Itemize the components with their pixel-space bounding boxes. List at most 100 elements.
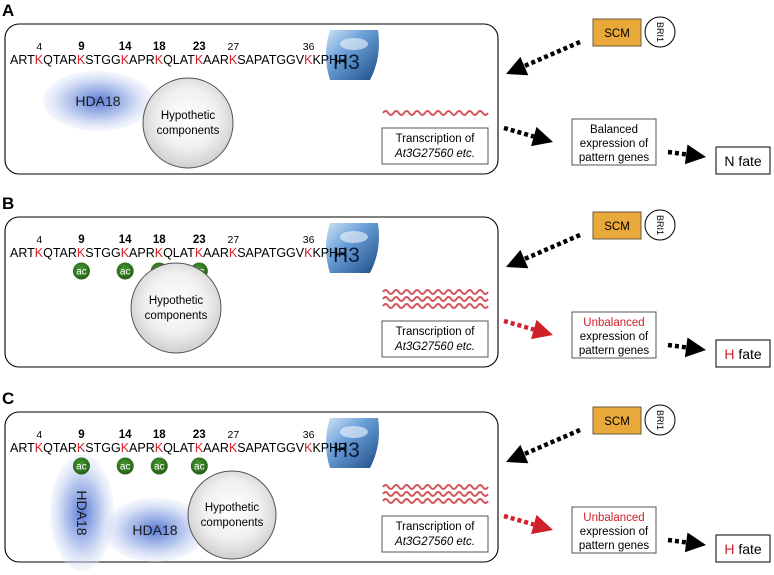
bri1-label: BRI1 [655, 22, 665, 42]
hypothetic-components-circle [187, 470, 277, 560]
residue-position-36: 36 [303, 41, 315, 53]
lysine-residue: K [155, 441, 164, 455]
transcription-line2: At3G27560 etc. [394, 341, 475, 353]
lysine-residue: K [304, 53, 313, 67]
sequence-segment: SAPATGGV [237, 246, 305, 260]
expression-box [571, 506, 657, 554]
histone-label: H3 [333, 51, 360, 74]
sequence-segment: SAPATGGV [237, 441, 305, 455]
acetyl-group-14 [116, 457, 134, 475]
transcription-to-expression-arrow-shaft [503, 513, 535, 527]
transcription-to-expression-arrow-shaft [503, 125, 535, 139]
sequence-segment: KPHR [312, 246, 347, 260]
expression-line2: expression of [580, 526, 649, 538]
hypothetic-label-line1: Hypothetic [161, 110, 216, 122]
sequence-segment: QTAR [43, 246, 77, 260]
bri1-circle [644, 16, 676, 48]
expression-line3: pattern genes [579, 152, 650, 164]
sequence-segment: SAPATGGV [237, 53, 305, 67]
expression-to-fate-arrow-shaft [667, 149, 687, 157]
lysine-residue: K [77, 53, 86, 67]
lysine-residue: K [195, 53, 204, 67]
panel-c: CH3ARTKQTARKSTGGKAPRKQLATKAARKSAPATGGVKK… [2, 389, 771, 571]
lysine-residue: K [77, 246, 86, 260]
transcription-line1: Transcription of [396, 521, 476, 533]
transcription-to-expression-arrow-head [531, 319, 553, 340]
residue-position-14: 14 [119, 234, 132, 246]
lysine-residue: K [304, 441, 313, 455]
sequence-segment: QLAT [163, 441, 195, 455]
nucleosome-box [4, 23, 499, 175]
lysine-residue: K [121, 246, 130, 260]
transcription-to-expression-arrow-head [531, 514, 553, 535]
scm-box [592, 211, 642, 240]
histone-label: H3 [333, 244, 360, 267]
lysine-residue: K [121, 53, 130, 67]
lysine-residue: K [155, 246, 164, 260]
expression-line2: expression of [580, 138, 649, 150]
fate-label: H fate [724, 346, 762, 362]
fate-letter: H [724, 346, 734, 362]
acetyl-group-9 [72, 262, 90, 280]
mrna-wave [382, 491, 489, 497]
h3-tail-sequence: ARTKQTARKSTGGKAPRKQLATKAARKSAPATGGVKKPHR [10, 246, 347, 260]
scm-to-nucleosome-arrow-head [506, 56, 529, 76]
sequence-segment: AAR [203, 246, 229, 260]
hda18-label: HDA18 [75, 93, 120, 109]
expression-box [571, 118, 657, 166]
mrna-wave [382, 110, 489, 116]
expression-line3: pattern genes [579, 540, 650, 552]
scm-to-nucleosome-arrow-head [506, 444, 529, 464]
acetyl-label: ac [194, 462, 205, 473]
residue-position-9: 9 [78, 429, 84, 441]
acetyl-group-18 [150, 457, 168, 475]
transcription-box [381, 127, 489, 165]
lysine-residue: K [229, 53, 238, 67]
lysine-residue: K [35, 441, 44, 455]
transcription-line1: Transcription of [396, 133, 476, 145]
mrna-wave [382, 498, 489, 504]
lysine-residue: K [35, 246, 44, 260]
lysine-residue: K [229, 441, 238, 455]
acetyl-group-9 [72, 457, 90, 475]
fate-box [715, 339, 771, 368]
hypothetic-components-circle [142, 77, 234, 169]
hypothetic-label-line1: Hypothetic [205, 502, 260, 514]
h3-tail-sequence: ARTKQTARKSTGGKAPRKQLATKAARKSAPATGGVKKPHR [10, 53, 347, 67]
expression-state: Unbalanced [583, 512, 644, 524]
residue-position-23: 23 [193, 41, 206, 53]
lysine-residue: K [35, 53, 44, 67]
sequence-segment: APR [129, 246, 155, 260]
sequence-segment: KPHR [312, 441, 347, 455]
mrna-wave [382, 289, 489, 295]
hda18-blob [103, 498, 207, 562]
scm-box [592, 406, 642, 435]
h3-tail-sequence: ARTKQTARKSTGGKAPRKQLATKAARKSAPATGGVKKPHR [10, 441, 347, 455]
transcription-line1: Transcription of [396, 326, 476, 338]
bri1-label: BRI1 [655, 215, 665, 235]
lysine-residue: K [304, 246, 313, 260]
expression-to-fate-arrow-shaft [667, 342, 687, 350]
expression-to-fate-arrow-head [684, 144, 706, 165]
scm-to-nucleosome-arrow-shaft [523, 427, 581, 457]
transcription-box [381, 320, 489, 358]
acetyl-group-14 [116, 262, 134, 280]
transcription-line2: At3G27560 etc. [394, 536, 475, 548]
panel-b: BH3ARTKQTARKSTGGKAPRKQLATKAARKSAPATGGVKK… [2, 194, 771, 368]
acetyl-label: ac [154, 462, 165, 473]
hypothetic-components-circle [130, 262, 222, 354]
bri1-circle [644, 404, 676, 436]
acetyl-group-23 [190, 457, 208, 475]
sequence-segment: ART [10, 246, 35, 260]
residue-position-36: 36 [303, 429, 315, 441]
mrna-wave [382, 296, 489, 302]
transcription-line2: At3G27560 etc. [394, 148, 475, 160]
sequence-segment: APR [129, 441, 155, 455]
scm-label: SCM [604, 221, 630, 233]
residue-position-9: 9 [78, 234, 84, 246]
sequence-segment: QLAT [163, 246, 195, 260]
mrna-wave [382, 484, 489, 490]
sequence-segment: STGG [85, 246, 120, 260]
hypothetic-label-line2: components [157, 125, 220, 137]
